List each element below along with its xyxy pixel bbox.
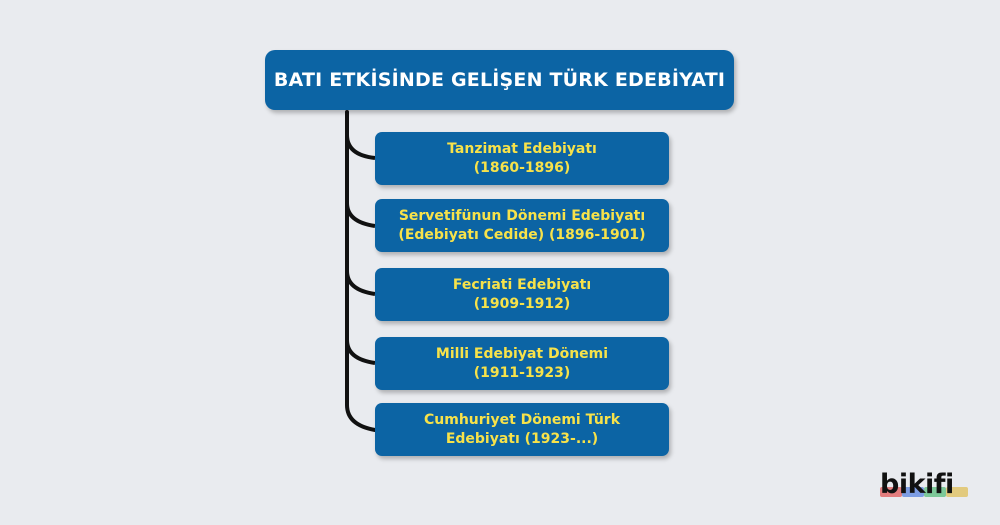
node-servetifunun: Servetifünun Dönemi Edebiyatı (Edebiyatı… [375, 199, 669, 252]
connector-trunk [345, 110, 377, 432]
node-label: Fecriati Edebiyatı [452, 276, 592, 293]
connector-branch-4 [345, 339, 376, 365]
node-dates: (1909-1912) [473, 295, 571, 312]
node-dates: (1860-1896) [473, 159, 571, 176]
logo-bar-red [880, 487, 902, 497]
node-dates: (1911-1923) [473, 364, 571, 381]
bikifi-logo: bikifi [880, 469, 972, 503]
node-label: Tanzimat Edebiyatı [447, 140, 597, 157]
diagram-title-text: BATI ETKİSİNDE GELİŞEN TÜRK EDEBİYATI [273, 69, 726, 91]
connector-branch-1 [345, 134, 376, 160]
connector-branch-3 [345, 270, 376, 296]
logo-text: bikifi [880, 469, 954, 500]
node-label: Milli Edebiyat Dönemi [435, 345, 609, 362]
node-dates: (Edebiyatı Cedide) (1896-1901) [398, 226, 646, 243]
node-dates: Edebiyatı (1923-...) [445, 430, 599, 447]
logo-bar-yellow [946, 487, 968, 497]
logo-bar-green [924, 487, 946, 497]
node-cumhuriyet: Cumhuriyet Dönemi Türk Edebiyatı (1923-.… [375, 403, 669, 456]
diagram-title: BATI ETKİSİNDE GELİŞEN TÜRK EDEBİYATI [265, 50, 734, 110]
logo-bar-blue [902, 487, 924, 497]
node-tanzimat: Tanzimat Edebiyatı (1860-1896) [375, 132, 669, 185]
node-label: Servetifünun Dönemi Edebiyatı [398, 207, 646, 224]
node-milli-edebiyat: Milli Edebiyat Dönemi (1911-1923) [375, 337, 669, 390]
node-label: Cumhuriyet Dönemi Türk [423, 411, 620, 428]
node-fecriati: Fecriati Edebiyatı (1909-1912) [375, 268, 669, 321]
connector-branch-2 [345, 202, 376, 228]
